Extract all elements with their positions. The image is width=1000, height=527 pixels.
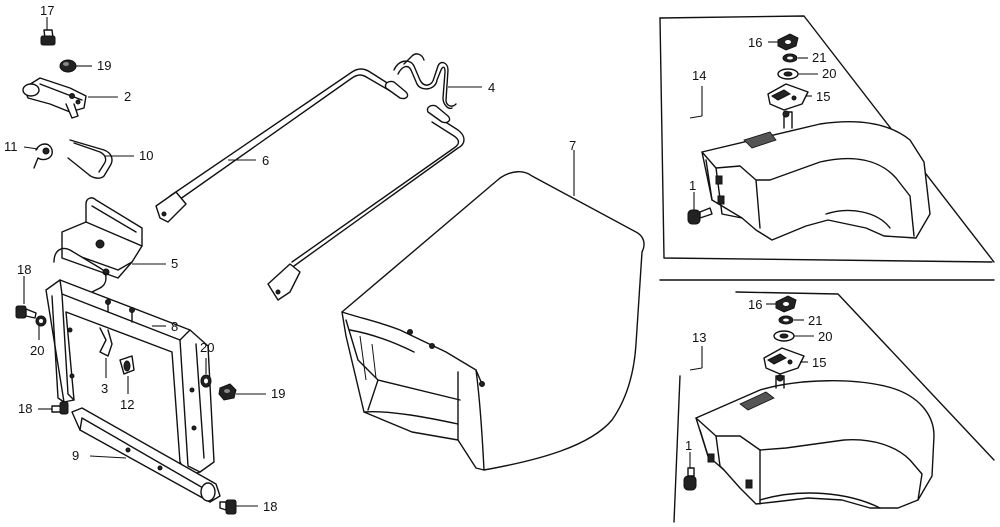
part-15-plate-upper[interactable] bbox=[767, 83, 809, 111]
callout-7: 7 bbox=[569, 138, 576, 153]
callout-20-left: 20 bbox=[30, 343, 44, 358]
part-11-clip[interactable] bbox=[33, 143, 53, 169]
panel-lower-right-border bbox=[673, 291, 995, 523]
part-1-screw-lower[interactable] bbox=[683, 467, 697, 491]
callout-15-lower: 15 bbox=[812, 355, 826, 370]
part-21-spring-washer-lower[interactable] bbox=[778, 315, 794, 325]
callout-20-middle: 20 bbox=[200, 340, 214, 355]
part-20-washer-middle[interactable] bbox=[200, 374, 212, 388]
part-19-cap-nut-middle[interactable] bbox=[218, 383, 237, 401]
part-21-spring-washer-upper[interactable] bbox=[782, 53, 798, 63]
callout-9: 9 bbox=[72, 448, 79, 463]
part-19-cap-nut[interactable] bbox=[59, 59, 77, 73]
part-20-washer-left[interactable] bbox=[35, 315, 47, 327]
part-18-bolt-bottom[interactable] bbox=[219, 499, 237, 515]
callout-18-upper: 18 bbox=[17, 262, 31, 277]
callout-16-lower: 16 bbox=[748, 297, 762, 312]
callout-2: 2 bbox=[124, 89, 131, 104]
part-20-washer-lower[interactable] bbox=[773, 330, 795, 342]
callout-21-lower: 21 bbox=[808, 313, 822, 328]
callout-20-lower-right: 20 bbox=[818, 329, 832, 344]
callout-19-middle: 19 bbox=[271, 386, 285, 401]
part-12-retainer[interactable] bbox=[119, 355, 135, 375]
part-6-wire-frame[interactable] bbox=[155, 68, 465, 301]
part-15-plate-lower[interactable] bbox=[763, 347, 805, 375]
part-1-screw-upper[interactable] bbox=[687, 207, 713, 225]
callout-1-lower: 1 bbox=[685, 438, 692, 453]
part-9-bottom-bar[interactable] bbox=[71, 407, 221, 503]
part-3-spring-clip[interactable] bbox=[99, 327, 113, 357]
part-17-bolt[interactable] bbox=[40, 29, 56, 46]
part-18-bolt-upper[interactable] bbox=[15, 305, 37, 319]
callout-18-bottom: 18 bbox=[263, 499, 277, 514]
part-14-deflector-housing[interactable] bbox=[701, 110, 931, 241]
callout-4: 4 bbox=[488, 80, 495, 95]
callout-20-upper-right: 20 bbox=[822, 66, 836, 81]
part-16-clamp-lower[interactable] bbox=[775, 295, 797, 313]
callout-6: 6 bbox=[262, 153, 269, 168]
callout-14: 14 bbox=[692, 68, 706, 83]
callout-13: 13 bbox=[692, 330, 706, 345]
callout-1-upper: 1 bbox=[689, 178, 696, 193]
callout-21-upper: 21 bbox=[812, 50, 826, 65]
part-7-grass-bag[interactable] bbox=[341, 171, 645, 471]
callout-16-upper: 16 bbox=[748, 35, 762, 50]
callout-10: 10 bbox=[139, 148, 153, 163]
part-18-bolt-middle[interactable] bbox=[51, 401, 69, 415]
part-20-washer-upper[interactable] bbox=[777, 68, 799, 80]
callout-12: 12 bbox=[120, 397, 134, 412]
part-2-hinge-bracket[interactable] bbox=[22, 77, 87, 119]
part-16-clamp-upper[interactable] bbox=[777, 33, 799, 51]
part-13-deflector-housing[interactable] bbox=[695, 374, 935, 509]
callout-15-upper: 15 bbox=[816, 89, 830, 104]
part-5-handle[interactable] bbox=[53, 197, 143, 293]
callout-18-middle: 18 bbox=[18, 401, 32, 416]
callout-11: 11 bbox=[4, 139, 18, 154]
callout-19-top: 19 bbox=[97, 58, 111, 73]
callout-5: 5 bbox=[171, 256, 178, 271]
callout-3: 3 bbox=[101, 381, 108, 396]
panel-upper-right-border bbox=[659, 15, 995, 281]
callout-8: 8 bbox=[171, 319, 178, 334]
callout-17: 17 bbox=[40, 3, 54, 18]
part-10-u-pin[interactable] bbox=[67, 139, 113, 179]
part-4-spring[interactable] bbox=[393, 53, 457, 110]
